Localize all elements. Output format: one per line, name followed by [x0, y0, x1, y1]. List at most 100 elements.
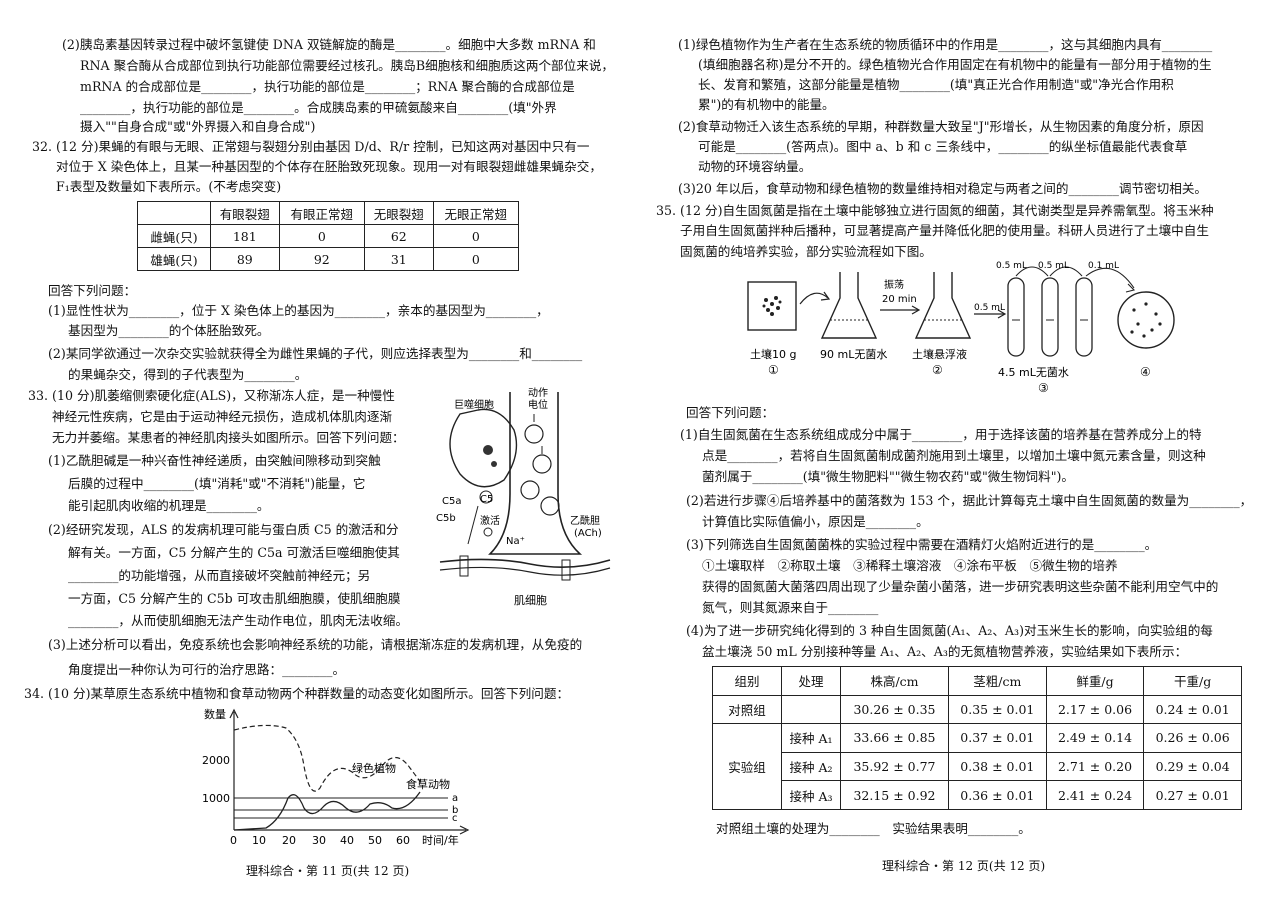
- macrophage: [449, 408, 518, 488]
- table-row: 雄蝇(只) 89 92 31 0: [137, 247, 520, 271]
- question-32-stem: 32. (12 分)果蝇的有眼与无眼、正常翅与裂翅分别由基因 D/d、R/r 控…: [32, 139, 590, 154]
- text-line: 回答下列问题：: [48, 283, 137, 298]
- table-cell: 处理: [781, 666, 841, 696]
- table-cell: 无眼正常翅: [432, 201, 520, 225]
- flask-water: [820, 272, 878, 339]
- text-line: ________，执行功能的部位是________。合成胰岛素的甲硫氨酸来自__…: [80, 100, 557, 115]
- table-cell: 干重/g: [1143, 666, 1242, 696]
- text-line: (1)绿色植物作为生产者在生态系统的物质循环中的作用是________，这与其细…: [678, 37, 1213, 52]
- table-cell: 0: [278, 224, 365, 248]
- label-ach: 乙酰胆: [570, 514, 600, 527]
- text-line: (3)上述分析可以看出，免疫系统也会影响神经系统的功能，请根据渐冻症的发病机理，…: [48, 637, 583, 652]
- line-label-a: a: [452, 793, 458, 804]
- text-line: 摄入""自身合成"或"外界摄入和自身合成"): [80, 119, 316, 134]
- nitrogen-fixer-results-table: 组别 处理 株高/cm 茎粗/cm 鲜重/g 干重/g 对照组 30.26 ± …: [712, 666, 1242, 810]
- fly-results-table: 有眼裂翅 有眼正常翅 无眼裂翅 无眼正常翅 雌蝇(只) 181 0 62 0 雄…: [137, 201, 520, 271]
- step-3: ③: [1038, 381, 1049, 395]
- table-cell: 有眼裂翅: [210, 201, 280, 225]
- step-1: ①: [768, 363, 779, 377]
- text-line: (2)某同学欲通过一次杂交实验就获得全为雌性果蝇的子代，则应选择表型为_____…: [48, 346, 583, 361]
- table-cell: 32.15 ± 0.92: [840, 780, 949, 810]
- herbivore-curve: [233, 791, 421, 831]
- text-line: 累")的有机物中的能量。: [698, 97, 835, 112]
- text-line: 能引起肌肉收缩的机理是________。: [68, 498, 270, 513]
- text-line: 固氮菌的纯培养实验，部分实验流程如下图。: [680, 244, 932, 259]
- text-line: (3)20 年以后，食草动物和绿色植物的数量维持相对稳定与两者之间的______…: [678, 181, 1208, 196]
- label-ach-abbr: (ACh): [574, 528, 602, 539]
- table-cell: 0.37 ± 0.01: [948, 723, 1047, 753]
- table-cell: [781, 694, 841, 725]
- text-line: 对照组土壤的处理为________ 实验结果表明________。: [716, 821, 1031, 836]
- table-row: 对照组 30.26 ± 0.35 0.35 ± 0.01 2.17 ± 0.06…: [712, 694, 1242, 725]
- flow-label-suspension: 土壤悬浮液: [912, 347, 967, 361]
- table-row: 雌蝇(只) 181 0 62 0: [137, 224, 520, 248]
- text-line: ①土壤取样 ②称取土壤 ③稀释土壤溶液 ④涂布平板 ⑤微生物的培养: [702, 558, 1118, 573]
- table-cell: 无眼裂翅: [363, 201, 434, 225]
- table-cell: 0.38 ± 0.01: [948, 751, 1047, 782]
- question-34-stem: 34. (10 分)某草原生态系统中植物和食草动物两个种群数量的动态变化如图所示…: [24, 686, 570, 701]
- x-tick: 60: [396, 834, 410, 847]
- table-cell: 0.27 ± 0.01: [1143, 780, 1242, 810]
- table-cell: 实验组: [712, 723, 782, 810]
- table-cell: 株高/cm: [840, 666, 949, 696]
- neuron-terminal: [488, 392, 583, 555]
- c5-pathway: [467, 490, 493, 545]
- text-line: 后膜的过程中________(填"消耗"或"不消耗")能量，它: [68, 476, 366, 491]
- text-line: 无力并萎缩。某患者的神经肌肉接头如图所示。回答下列问题：: [52, 430, 405, 445]
- table-header-row: 有眼裂翅 有眼正常翅 无眼裂翅 无眼正常翅: [137, 201, 520, 225]
- table-cell: 89: [210, 247, 280, 271]
- text-line: F₁表型及数量如下表所示。(不考虑突变): [56, 179, 282, 194]
- text-line: mRNA 的合成部位是________，执行功能的部位是________；RNA…: [80, 79, 575, 94]
- table-cell: 0.36 ± 0.01: [948, 780, 1047, 810]
- table-cell: 31: [363, 247, 434, 271]
- label-potential: 电位: [528, 398, 548, 411]
- table-cell: 35.92 ± 0.77: [840, 751, 949, 782]
- dilution-tubes: [1007, 266, 1093, 357]
- label-macrophage: 巨噬细胞: [454, 398, 494, 411]
- text-line: 子用自生固氮菌拌种后播种，可显著提高产量并降低化肥的使用量。科研人员进行了土壤中…: [680, 223, 1209, 238]
- line-label-b: b: [452, 805, 458, 816]
- culture-plate: [1117, 291, 1175, 349]
- table-cell: 接种 A₃: [781, 780, 841, 810]
- table-cell: 鲜重/g: [1045, 666, 1145, 696]
- table-cell: 181: [210, 224, 280, 248]
- muscle-membrane: [439, 555, 611, 581]
- text-line: 获得的固氮菌大菌落四周出现了少量杂菌小菌落，进一步研究表明这些杂菌不能利用空气中…: [702, 579, 1219, 594]
- table-cell: 62: [363, 224, 434, 248]
- text-line: 计算值比实际值偏小，原因是________。: [702, 514, 929, 529]
- table-row: 实验组 接种 A₁ 33.66 ± 0.85 0.37 ± 0.01 2.49 …: [712, 723, 1242, 810]
- text-line: (2)若进行步骤④后培养基中的菌落数为 153 个，据此计算每克土壤中自生固氮菌…: [686, 493, 1253, 508]
- question-33-stem: 33. (10 分)肌萎缩侧索硬化症(ALS)，又称渐冻人症，是一种慢性: [28, 388, 395, 403]
- population-graph: 数量 2000 1000 0 10 20 30 40 50 60 时间/年 a …: [202, 708, 470, 847]
- table-cell: 2.71 ± 0.20: [1045, 751, 1145, 782]
- table-cell: 0.24 ± 0.01: [1143, 694, 1242, 725]
- y-tick: 1000: [202, 792, 230, 805]
- table-cell: 0: [432, 247, 520, 271]
- table-cell: 有眼正常翅: [278, 201, 365, 225]
- text-line: (1)自生固氮菌在生态系统组成成分中属于________，用于选择该菌的培养基在…: [680, 427, 1202, 442]
- flow-label-soil: 土壤10 g: [750, 347, 796, 361]
- table-row: 接种 A₃ 32.15 ± 0.92 0.36 ± 0.01 2.41 ± 0.…: [713, 780, 1242, 810]
- table-cell: 92: [278, 247, 365, 271]
- text-line: 神经元性疾病，它是由于运动神经元损伤，造成机体肌肉逐渐: [52, 409, 393, 424]
- x-tick: 0: [230, 834, 237, 847]
- x-tick: 40: [340, 834, 354, 847]
- table-cell: 0.29 ± 0.04: [1143, 751, 1242, 782]
- text-line: (4)为了进一步研究纯化得到的 3 种自生固氮菌(A₁、A₂、A₃)对玉米生长的…: [686, 623, 1213, 638]
- plant-curve: [233, 724, 423, 792]
- experiment-flow-diagram: 土壤10 g 90 mL无菌水 振荡 20 min 土壤悬浮液 0.5 mL 0…: [747, 261, 1175, 395]
- text-line: ________，从而使肌细胞无法产生动作电位，肌肉无法收缩。: [68, 613, 409, 628]
- text-line: 盆土壤浇 50 mL 分别接种等量 A₁、A₂、A₃的无氮植物营养液，实验结果如…: [702, 644, 1188, 659]
- table-cell: 雄蝇(只): [137, 247, 211, 271]
- flow-label-water: 90 mL无菌水: [820, 348, 887, 361]
- text-line: (2)经研究发现，ALS 的发病机理可能与蛋白质 C5 的激活和分: [48, 522, 399, 537]
- text-line: (1)乙酰胆碱是一种兴奋性神经递质，由突触间隙移动到突触: [48, 453, 381, 468]
- text-line: 氮气，则其氮源来自于________: [702, 600, 879, 615]
- table-cell: 接种 A₁: [781, 723, 841, 753]
- right-page: (1)绿色植物作为生产者在生态系统的物质循环中的作用是________，这与其细…: [636, 0, 1269, 900]
- flow-label-sterile-water: 4.5 mL无菌水: [998, 366, 1069, 379]
- text-line: (填细胞器名称)是分不开的。绿色植物光合作用固定在有机物中的能量有一部分用于植物…: [698, 57, 1212, 72]
- text-line: 解有关。一方面，C5 分解产生的 C5a 可激活巨噬细胞使其: [68, 545, 400, 560]
- flow-label-volume: 0.5 mL: [974, 303, 1005, 313]
- label-c5: C5: [480, 494, 493, 505]
